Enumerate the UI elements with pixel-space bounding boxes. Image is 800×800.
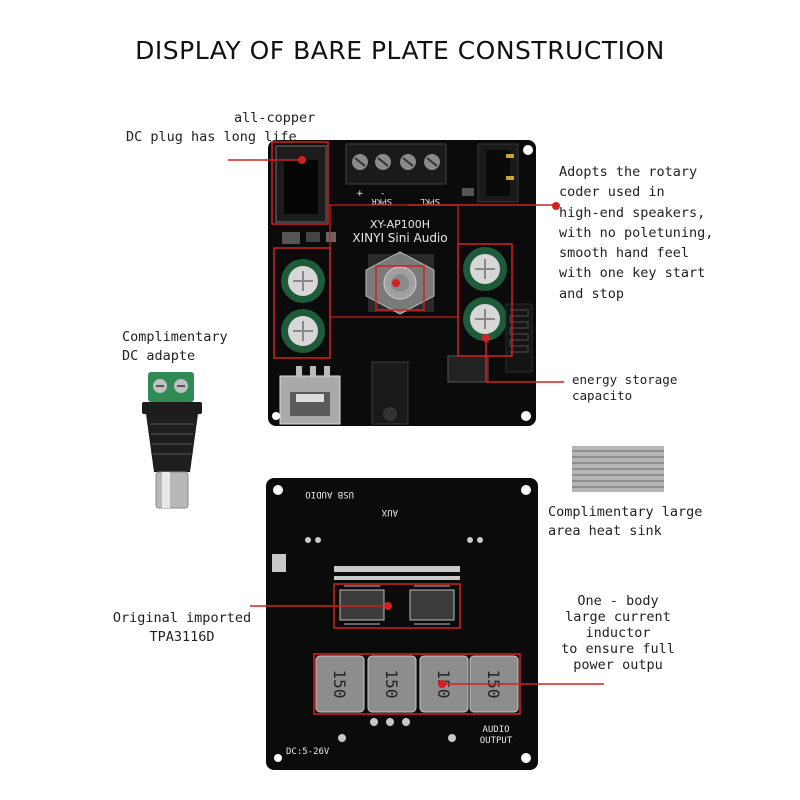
terminal-spkr: SPKR <box>371 197 392 206</box>
mounting-hole <box>523 145 533 155</box>
highlight-encoder <box>375 265 425 311</box>
chip <box>447 355 489 383</box>
terminal-minus: - <box>381 189 384 199</box>
board-brand: XINYI Sini Audio <box>352 231 447 245</box>
board-model: XY-AP100H <box>370 218 430 231</box>
callout-chip: Original imported TPA3116D <box>112 610 252 645</box>
amplifier-chip <box>339 589 385 621</box>
callout-heat-sink: Complimentary large area heat sink <box>548 504 703 539</box>
bottom-board: USB AUDIO AUX 150 150 <box>250 478 604 770</box>
callout-line: DC plug has long life <box>126 129 297 145</box>
callout-dc-adapter: Complimentary DC adapte <box>122 329 228 364</box>
page-title: DISPLAY OF BARE PLATE CONSTRUCTION <box>135 36 665 65</box>
callout-rotary: Adopts the rotary coder used in high-end… <box>559 164 714 302</box>
audio-output-label: OUTPUT <box>480 736 513 746</box>
mounting-hole <box>273 485 283 495</box>
mounting-hole <box>274 754 282 762</box>
usb-port <box>279 366 341 425</box>
top-board: + - SPKR SPKL XY-AP100H XINYI Sini Audio <box>228 140 564 426</box>
dc-adapter <box>142 372 202 509</box>
mounting-hole <box>272 412 280 420</box>
highlight-dc-plug <box>271 141 329 225</box>
callout-capacitor: energy storage capacito <box>572 372 678 403</box>
callout-dc-plug: all-copper DC plug has long life <box>126 109 315 147</box>
audio-output-label: AUDIO <box>482 725 509 735</box>
mounting-hole <box>521 411 531 421</box>
dc-range-label: DC:5-26V <box>286 747 330 757</box>
antenna-module <box>505 303 533 373</box>
aux-label: AUX <box>381 507 398 517</box>
heat-sink <box>572 446 664 492</box>
mounting-hole <box>521 485 531 495</box>
callout-inductor: One - body large current inductor to ens… <box>561 593 675 673</box>
highlight-frame <box>329 204 459 318</box>
amplifier-chip <box>409 589 455 621</box>
mounting-hole <box>521 753 531 763</box>
inductor-row: 150 150 150 150 <box>315 655 519 713</box>
callout-line: all-copper <box>234 110 316 126</box>
usb-audio-label: USB AUDIO <box>305 489 354 499</box>
terminal-plus: + <box>356 189 364 199</box>
inductor-mark: 150 <box>330 670 349 699</box>
inductor-mark: 150 <box>382 670 401 699</box>
terminal-spkl: SPKL <box>420 197 440 206</box>
